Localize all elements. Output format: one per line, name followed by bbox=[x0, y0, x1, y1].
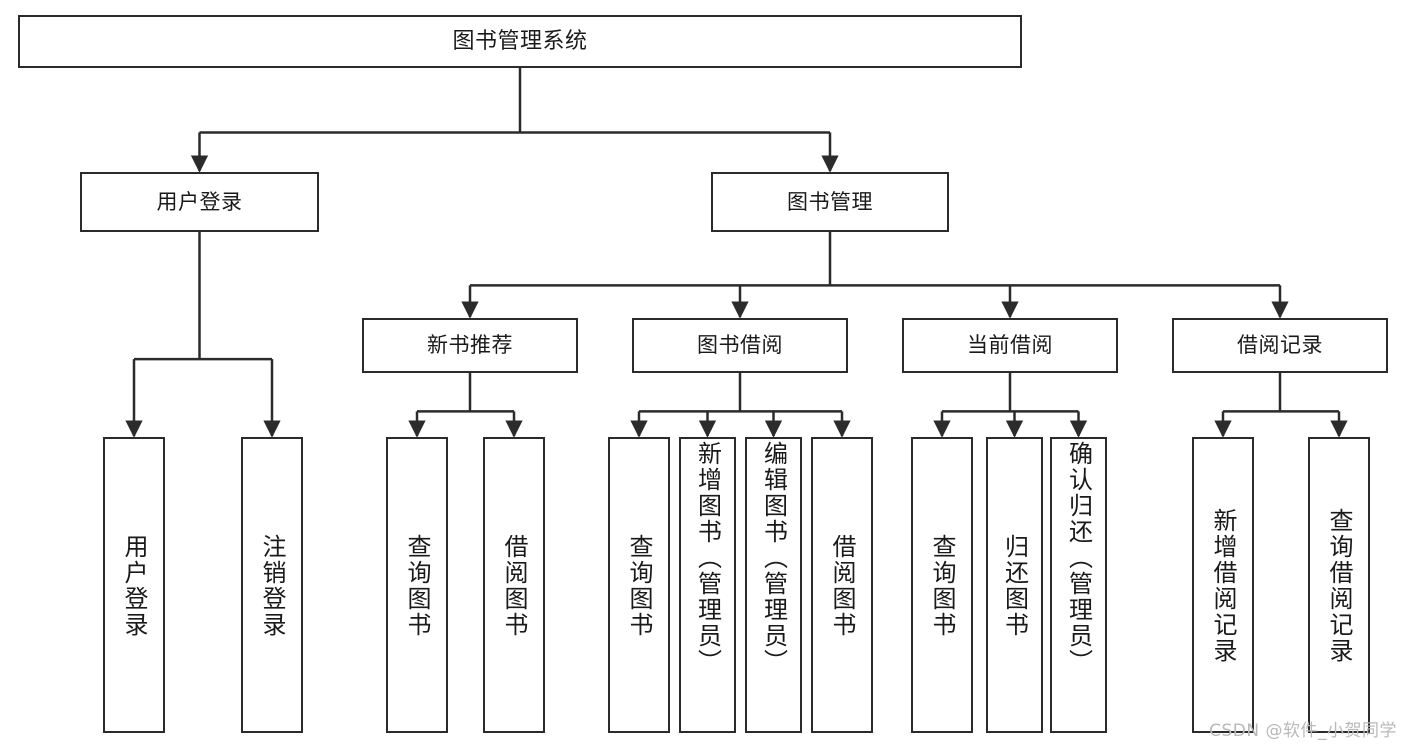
node-label: 图书管理系统 bbox=[452, 28, 588, 54]
node-label: 当前借阅 bbox=[967, 333, 1053, 358]
node-label: 注销登录 bbox=[258, 534, 286, 638]
node-label: 查询图书 bbox=[625, 534, 653, 638]
node-label: 确认归还（管理员） bbox=[1064, 441, 1093, 675]
node-leaf-confirm-return-admin[interactable]: 确认归还（管理员） bbox=[1050, 437, 1107, 733]
node-borrow-record[interactable]: 借阅记录 bbox=[1172, 318, 1388, 373]
node-leaf-add-book-admin[interactable]: 新增图书（管理员） bbox=[679, 437, 736, 733]
node-label: 查询借阅记录 bbox=[1325, 508, 1353, 664]
node-book-manage[interactable]: 图书管理 bbox=[711, 172, 949, 232]
node-user-login[interactable]: 用户登录 bbox=[80, 172, 319, 232]
node-label: 借阅图书 bbox=[828, 534, 856, 638]
node-leaf-edit-book-admin[interactable]: 编辑图书（管理员） bbox=[745, 437, 802, 733]
node-leaf-query-book-1[interactable]: 查询图书 bbox=[386, 437, 448, 733]
node-label: 用户登录 bbox=[120, 534, 148, 638]
node-label: 查询图书 bbox=[403, 534, 431, 638]
node-leaf-user-logout[interactable]: 注销登录 bbox=[241, 437, 303, 733]
node-current-borrow[interactable]: 当前借阅 bbox=[902, 318, 1118, 373]
node-leaf-borrow-book-2[interactable]: 借阅图书 bbox=[811, 437, 873, 733]
node-label: 借阅记录 bbox=[1237, 333, 1323, 358]
node-label: 借阅图书 bbox=[500, 534, 528, 638]
node-book-borrow[interactable]: 图书借阅 bbox=[632, 318, 848, 373]
node-leaf-return-book[interactable]: 归还图书 bbox=[986, 437, 1043, 733]
node-leaf-user-login[interactable]: 用户登录 bbox=[103, 437, 165, 733]
node-leaf-add-borrow-record[interactable]: 新增借阅记录 bbox=[1192, 437, 1254, 733]
node-label: 图书管理 bbox=[787, 189, 873, 214]
node-label: 查询图书 bbox=[928, 534, 956, 638]
node-new-book-recommend[interactable]: 新书推荐 bbox=[362, 318, 578, 373]
csdn-watermark: CSDN @软件_小贺同学 bbox=[1209, 721, 1397, 741]
node-root[interactable]: 图书管理系统 bbox=[18, 15, 1022, 68]
node-label: 图书借阅 bbox=[697, 333, 783, 358]
node-label: 编辑图书（管理员） bbox=[759, 441, 788, 675]
node-leaf-query-borrow-record[interactable]: 查询借阅记录 bbox=[1308, 437, 1370, 733]
node-label: 新增借阅记录 bbox=[1209, 508, 1237, 664]
node-label: 新增图书（管理员） bbox=[693, 441, 722, 675]
node-leaf-query-book-2[interactable]: 查询图书 bbox=[608, 437, 670, 733]
node-label: 新书推荐 bbox=[427, 333, 513, 358]
node-label: 用户登录 bbox=[156, 189, 243, 214]
node-leaf-query-book-3[interactable]: 查询图书 bbox=[911, 437, 973, 733]
node-label: 归还图书 bbox=[1000, 534, 1029, 638]
node-leaf-borrow-book-1[interactable]: 借阅图书 bbox=[483, 437, 545, 733]
